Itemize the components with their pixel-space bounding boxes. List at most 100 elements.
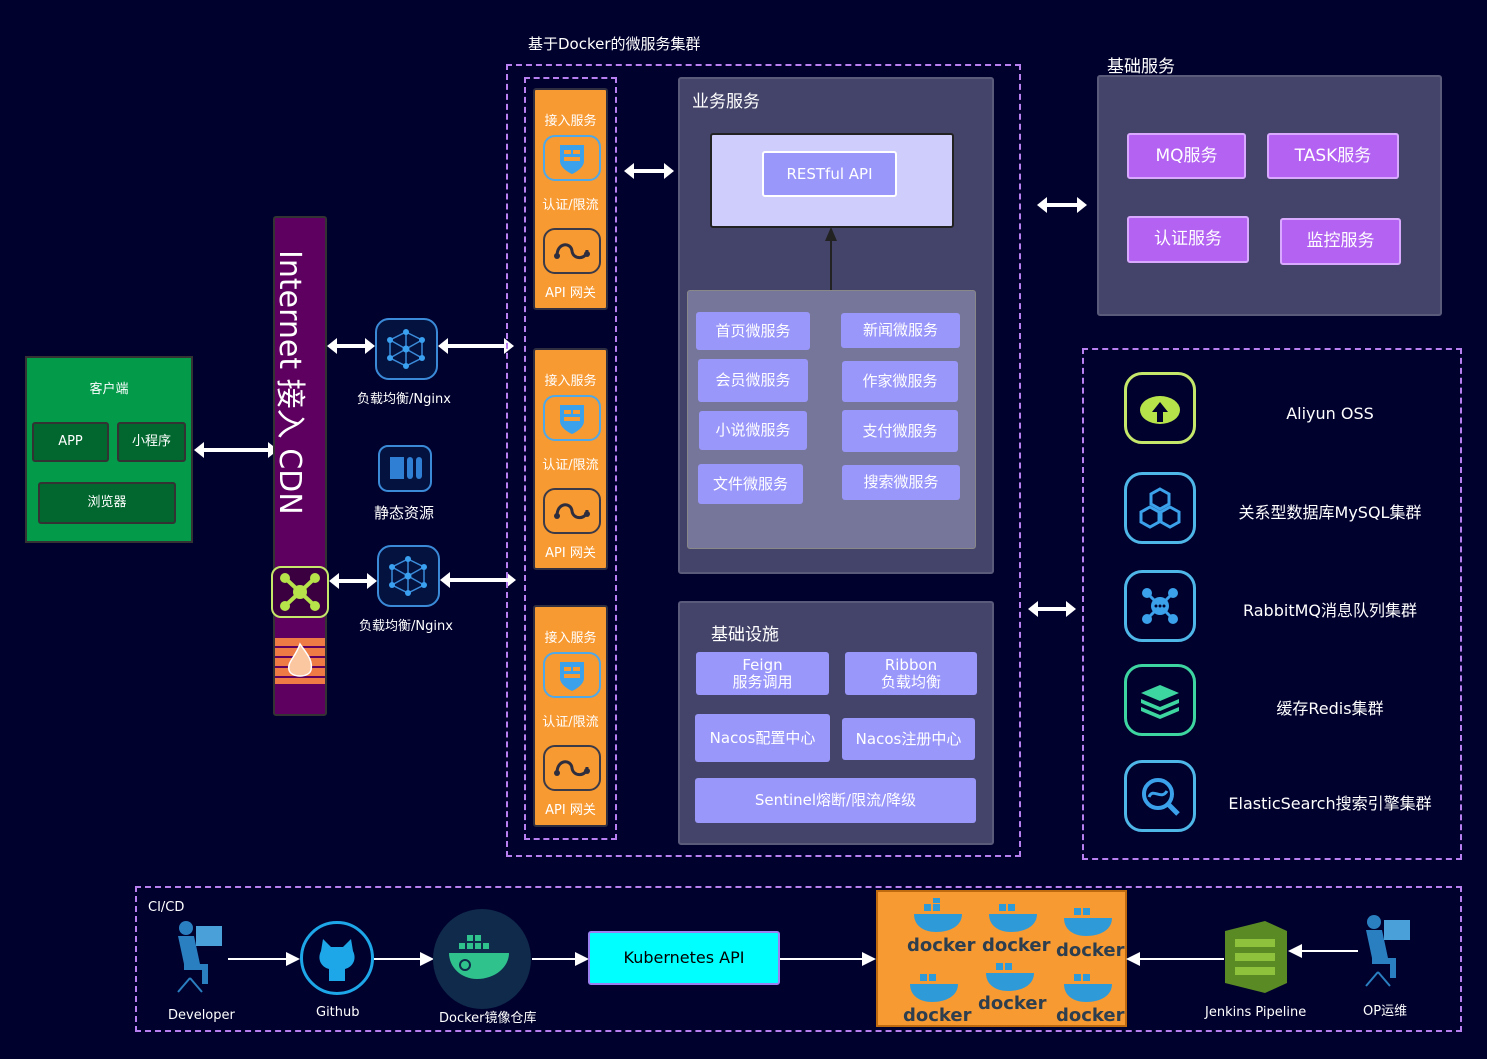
gateway-1[interactable]: 接入服务 认证/限流 API 网关 <box>533 88 608 310</box>
kubernetes-api[interactable]: Kubernetes API <box>588 931 780 985</box>
cdn-label: Internet 接入 CDN <box>272 250 307 515</box>
docker-container: docker <box>1056 1005 1125 1026</box>
auth-service[interactable]: 认证服务 <box>1127 216 1249 263</box>
cicd-boundary <box>135 886 1462 1032</box>
message-queue-icon <box>1124 570 1196 642</box>
shield-firewall-icon <box>543 652 601 698</box>
cache-layers-icon <box>1124 664 1196 736</box>
shield-firewall-icon <box>543 135 601 181</box>
search-icon <box>1124 760 1196 832</box>
api-gateway-icon <box>543 745 601 791</box>
feign-desc: 服务调用 <box>732 672 793 691</box>
service-news[interactable]: 新闻微服务 <box>841 313 960 348</box>
service-author[interactable]: 作家微服务 <box>842 361 958 402</box>
api-gateway-icon <box>543 228 601 274</box>
nacos-config[interactable]: Nacos配置中心 <box>695 714 830 762</box>
cluster-base-arrow <box>1037 197 1087 213</box>
docker-whale-icon <box>985 898 1045 934</box>
lb2-gateway-arrow <box>440 572 516 588</box>
client-browser[interactable]: 浏览器 <box>38 482 176 524</box>
storage-label: 缓存Redis集群 <box>1276 699 1384 718</box>
docker-container: docker <box>903 1005 972 1026</box>
network-hub-icon <box>271 566 329 618</box>
docker-whale-icon <box>1060 902 1120 938</box>
op-label: OP运维 <box>1363 1004 1408 1019</box>
client-cdn-arrow <box>194 442 278 458</box>
static-label: 静态资源 <box>374 504 435 522</box>
flow-arrow <box>1288 944 1358 958</box>
service-search[interactable]: 搜索微服务 <box>842 465 960 500</box>
cluster-title: 基于Docker的微服务集群 <box>528 35 701 53</box>
github-label: Github <box>316 1005 360 1020</box>
arrow-line <box>830 238 832 290</box>
jenkins-pipeline-icon <box>1225 921 1287 993</box>
client-title: 客户端 <box>89 382 129 397</box>
gateway-column <box>524 77 617 840</box>
gateway-2[interactable]: 接入服务 认证/限流 API 网关 <box>533 348 608 570</box>
ribbon-name: Ribbon <box>884 656 938 674</box>
cdn-bar: Internet 接入 CDN <box>271 216 329 716</box>
gateway-top-label: 接入服务 <box>544 114 597 129</box>
service-home[interactable]: 首页微服务 <box>696 312 810 350</box>
docker-whale-icon <box>1060 968 1120 1004</box>
docker-whale-icon <box>906 968 966 1004</box>
cdn-lb1-arrow <box>327 338 375 354</box>
static-resource-icon <box>378 445 432 492</box>
monitor-service[interactable]: 监控服务 <box>1280 218 1401 265</box>
gateway-mid-label: 认证/限流 <box>542 458 599 473</box>
feign-name: Feign <box>742 656 783 674</box>
docker-container: docker <box>1056 940 1125 961</box>
lb2-label: 负载均衡/Nginx <box>359 619 453 634</box>
service-pay[interactable]: 支付微服务 <box>842 410 958 452</box>
gateway-bottom-label: API 网关 <box>545 286 596 301</box>
gateway-bottom-label: API 网关 <box>545 546 596 561</box>
storage-label: 关系型数据库MySQL集群 <box>1238 503 1422 522</box>
gateway-business-arrow <box>624 163 674 179</box>
shield-firewall-icon <box>543 395 601 441</box>
docker-container: docker <box>978 993 1047 1014</box>
gateway-top-label: 接入服务 <box>544 374 597 389</box>
developer-icon <box>170 918 228 996</box>
service-file[interactable]: 文件微服务 <box>698 464 803 504</box>
load-balancer-icon <box>377 545 440 607</box>
task-service[interactable]: TASK服务 <box>1267 133 1399 179</box>
storage-label: ElasticSearch搜索引擎集群 <box>1228 794 1432 813</box>
client-miniprogram[interactable]: 小程序 <box>117 422 186 462</box>
database-cubes-icon <box>1124 472 1196 544</box>
business-title: 业务服务 <box>692 92 760 112</box>
storage-boundary <box>1082 348 1462 860</box>
jenkins-label: Jenkins Pipeline <box>1205 1005 1307 1020</box>
restful-api[interactable]: RESTful API <box>762 151 897 197</box>
lb1-gateway-arrow <box>438 338 514 354</box>
client-panel: 客户端 APP 小程序 浏览器 <box>25 356 193 543</box>
docker-whale-icon <box>982 957 1042 993</box>
mq-service[interactable]: MQ服务 <box>1127 133 1246 179</box>
gateway-3[interactable]: 接入服务 认证/限流 API 网关 <box>533 605 608 827</box>
load-balancer-icon <box>375 318 438 380</box>
gateway-mid-label: 认证/限流 <box>542 715 599 730</box>
flow-arrow <box>374 952 434 966</box>
firewall-icon <box>275 638 325 684</box>
service-novel[interactable]: 小说微服务 <box>699 411 807 450</box>
registry-label: Docker镜像仓库 <box>439 1011 537 1026</box>
storage-label: RabbitMQ消息队列集群 <box>1242 601 1417 620</box>
nacos-registry[interactable]: Nacos注册中心 <box>842 718 975 760</box>
service-member[interactable]: 会员微服务 <box>698 359 808 402</box>
cicd-title: CI/CD <box>148 900 185 915</box>
cdn-lb2-arrow <box>329 573 377 589</box>
base-title: 基础服务 <box>1107 57 1175 77</box>
github-icon <box>300 921 374 995</box>
docker-container: docker <box>982 935 1051 956</box>
base-panel <box>1097 75 1442 316</box>
infra-title: 基础设施 <box>711 625 779 645</box>
client-app[interactable]: APP <box>32 422 109 462</box>
sentinel[interactable]: Sentinel熔断/限流/降级 <box>695 778 976 823</box>
flow-arrow <box>780 952 876 966</box>
docker-whale-icon <box>910 897 970 934</box>
ribbon-desc: 负载均衡 <box>880 672 941 691</box>
api-gateway-icon <box>543 488 601 534</box>
lb1-label: 负载均衡/Nginx <box>357 392 451 407</box>
flow-arrow <box>228 952 300 966</box>
